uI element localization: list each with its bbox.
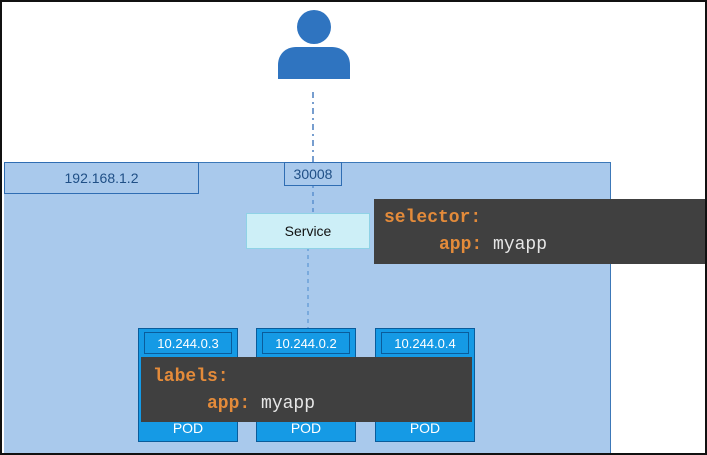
labels-line-2: app: myapp	[207, 394, 315, 414]
pod-ip-label: 10.244.0.2	[262, 332, 350, 354]
labels-code-block: labels: app: myapp	[141, 357, 472, 422]
labels-app-value: myapp	[261, 394, 316, 414]
pod-ip-label: 10.244.0.3	[144, 332, 232, 354]
pod-ip-label: 10.244.0.4	[381, 332, 469, 354]
selector-line-1: selector:	[384, 208, 481, 228]
user-icon	[278, 10, 350, 79]
selector-app-key: app:	[439, 235, 483, 255]
service-label: Service	[284, 223, 332, 239]
labels-key: labels:	[153, 367, 229, 387]
labels-app-key: app:	[207, 394, 251, 414]
selector-app-value: myapp	[493, 235, 548, 255]
pod-label: POD	[290, 420, 322, 436]
pod-label: POD	[172, 420, 204, 436]
service-box: Service	[246, 213, 370, 249]
selector-line-2: app: myapp	[439, 235, 547, 255]
selector-code-block: selector: app: myapp	[374, 199, 705, 264]
selector-key: selector:	[384, 208, 482, 228]
labels-line-1: labels:	[153, 367, 229, 387]
node-ip-box: 192.168.1.2	[4, 162, 199, 194]
pod-label: POD	[409, 420, 441, 436]
node-port-box: 30008	[284, 162, 342, 186]
node-port-label: 30008	[293, 166, 333, 182]
node-ip-label: 192.168.1.2	[64, 170, 139, 186]
